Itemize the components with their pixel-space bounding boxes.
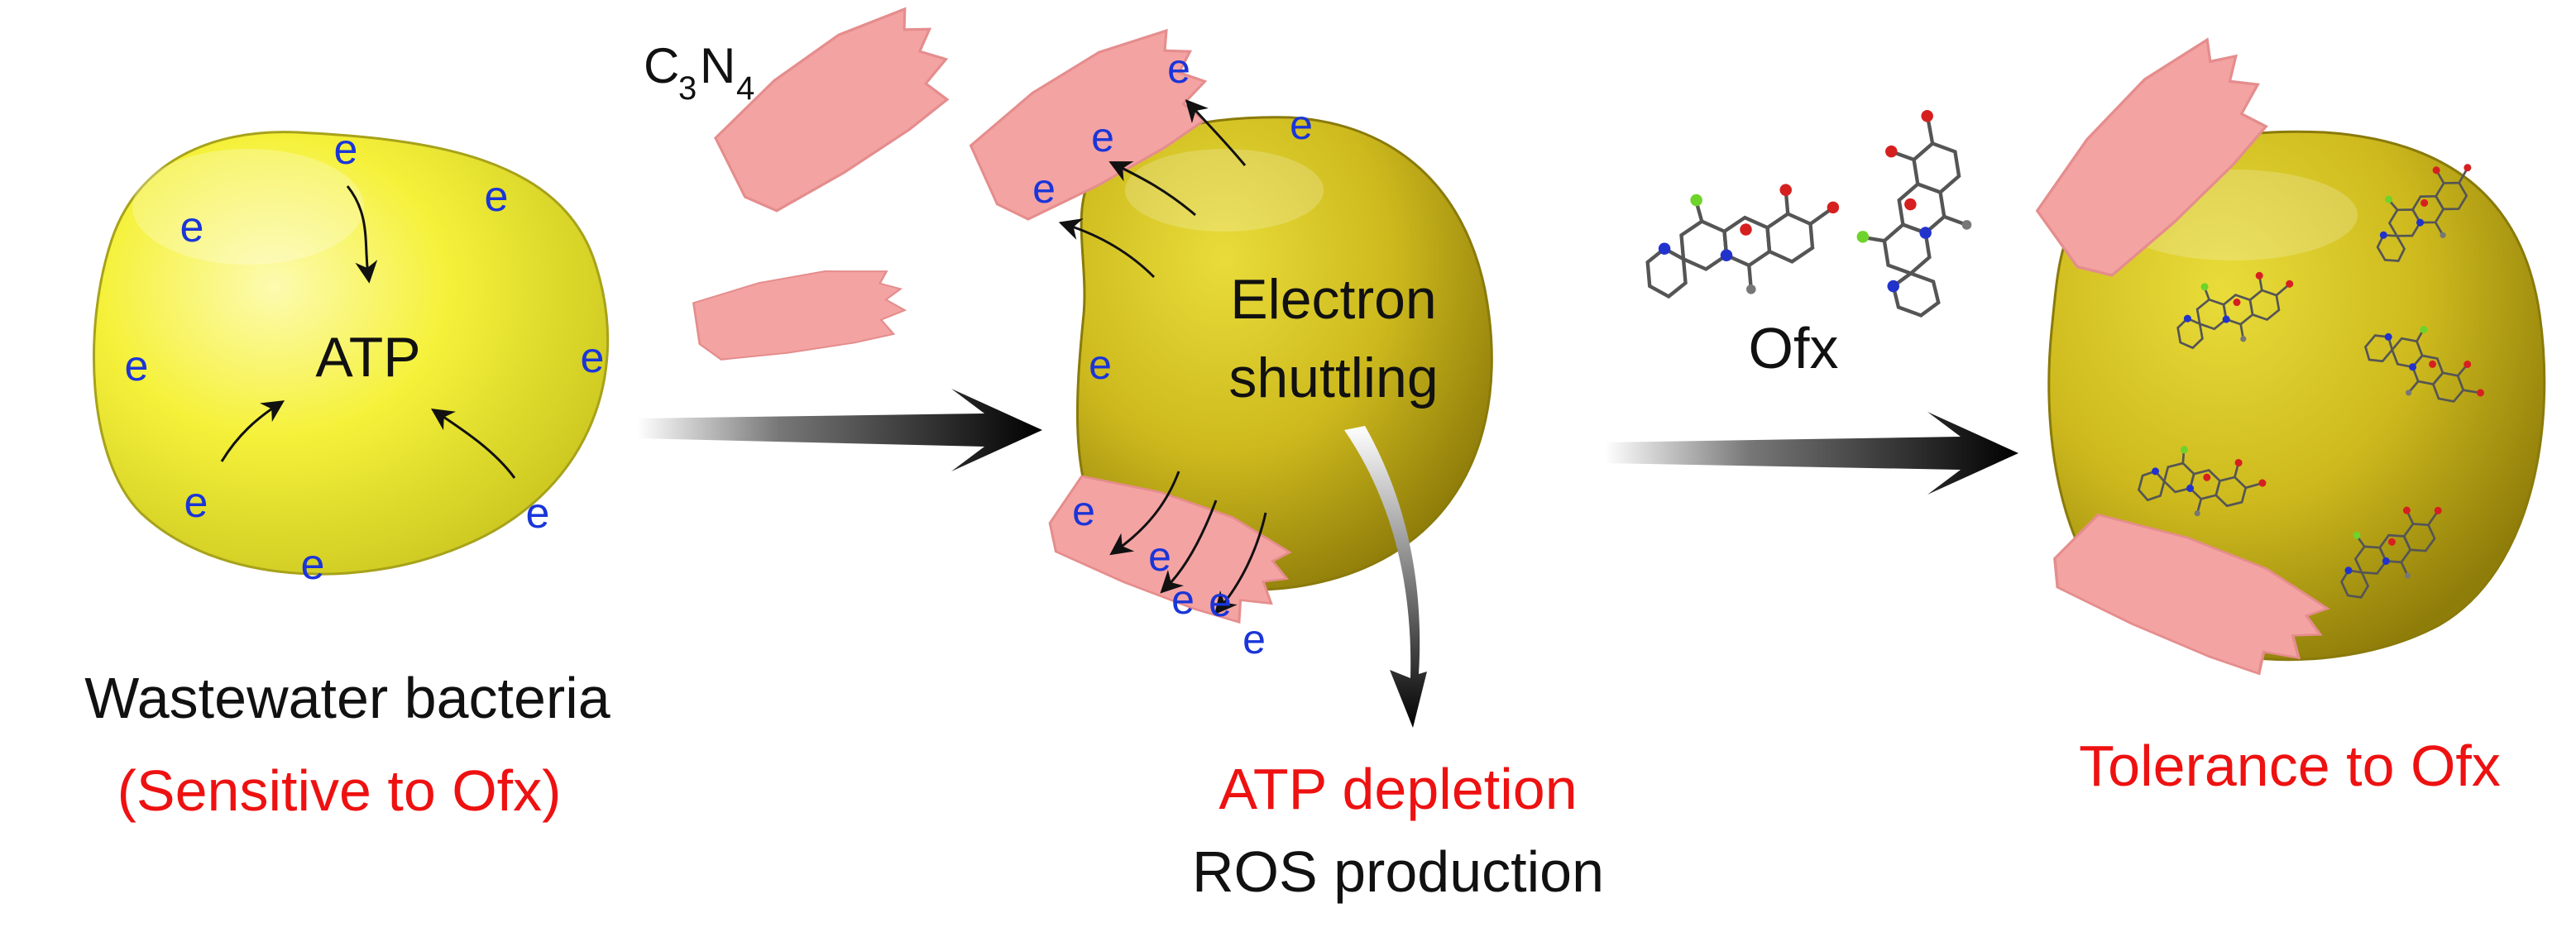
ofx-label: Ofx — [1749, 316, 1839, 380]
electron-1: e — [334, 126, 358, 174]
electron-s1: e — [1167, 45, 1190, 92]
electron-s10: e — [1243, 616, 1266, 662]
electron-s9: e — [1209, 579, 1232, 625]
electron-7: e — [526, 490, 550, 538]
svg-text:4: 4 — [736, 70, 754, 107]
ofloxacin-molecule-icon — [1836, 101, 2004, 321]
shuttling-bacterium — [1075, 116, 1493, 591]
electron-s7: e — [1148, 533, 1171, 580]
c3n4-flake-icon — [697, 0, 974, 223]
c3n4-flake-icon — [690, 265, 910, 362]
electron-6: e — [184, 479, 208, 527]
process-arrow-1 — [637, 389, 1042, 471]
electron-s2: e — [1091, 114, 1114, 160]
electron-s5: e — [1089, 342, 1112, 388]
panel3-caption: Tolerance to Ofx — [2079, 734, 2501, 798]
electron-3: e — [485, 173, 509, 221]
process-arrow-2 — [1605, 412, 2018, 495]
electron-s6: e — [1072, 488, 1095, 534]
ofloxacin-molecule-icon — [1642, 179, 1846, 303]
c3n4-formula: C 3 N 4 — [644, 38, 754, 107]
bacterium-cell-gold — [2047, 130, 2546, 662]
electron-s3: e — [1032, 165, 1056, 212]
electron-2: e — [180, 203, 204, 251]
electron-shuttling-line1: Electron — [1230, 268, 1436, 331]
panel1-caption: Wastewater bacteria — [84, 666, 610, 730]
svg-text:N: N — [700, 38, 735, 93]
outcome-ros-production: ROS production — [1192, 839, 1604, 904]
shuttled-electrons: e e e e e e e e e e — [1032, 45, 1313, 662]
electron-s4: e — [1290, 102, 1313, 148]
electron-shuttling-line2: shuttling — [1228, 347, 1438, 409]
atp-label: ATP — [315, 326, 420, 389]
outcome-atp-depletion: ATP depletion — [1219, 757, 1577, 821]
svg-text:3: 3 — [678, 70, 697, 107]
electron-s8: e — [1171, 576, 1195, 623]
svg-text:C: C — [644, 38, 679, 93]
depletion-curve-arrow — [1344, 426, 1427, 728]
electron-8: e — [301, 541, 325, 589]
atp-flow-arrows — [220, 185, 516, 479]
sensitive-bacterium: e e e e e e e e ATP — [92, 126, 610, 589]
electron-4: e — [125, 342, 149, 390]
electron-5: e — [581, 334, 605, 382]
tolerant-bacterium — [2047, 130, 2546, 662]
shuttle-arrows — [1058, 99, 1267, 615]
ofx-molecules — [1642, 101, 2004, 321]
bacterium-cell-light — [92, 131, 610, 576]
panel1-subcaption: (Sensitive to Ofx) — [117, 758, 562, 823]
